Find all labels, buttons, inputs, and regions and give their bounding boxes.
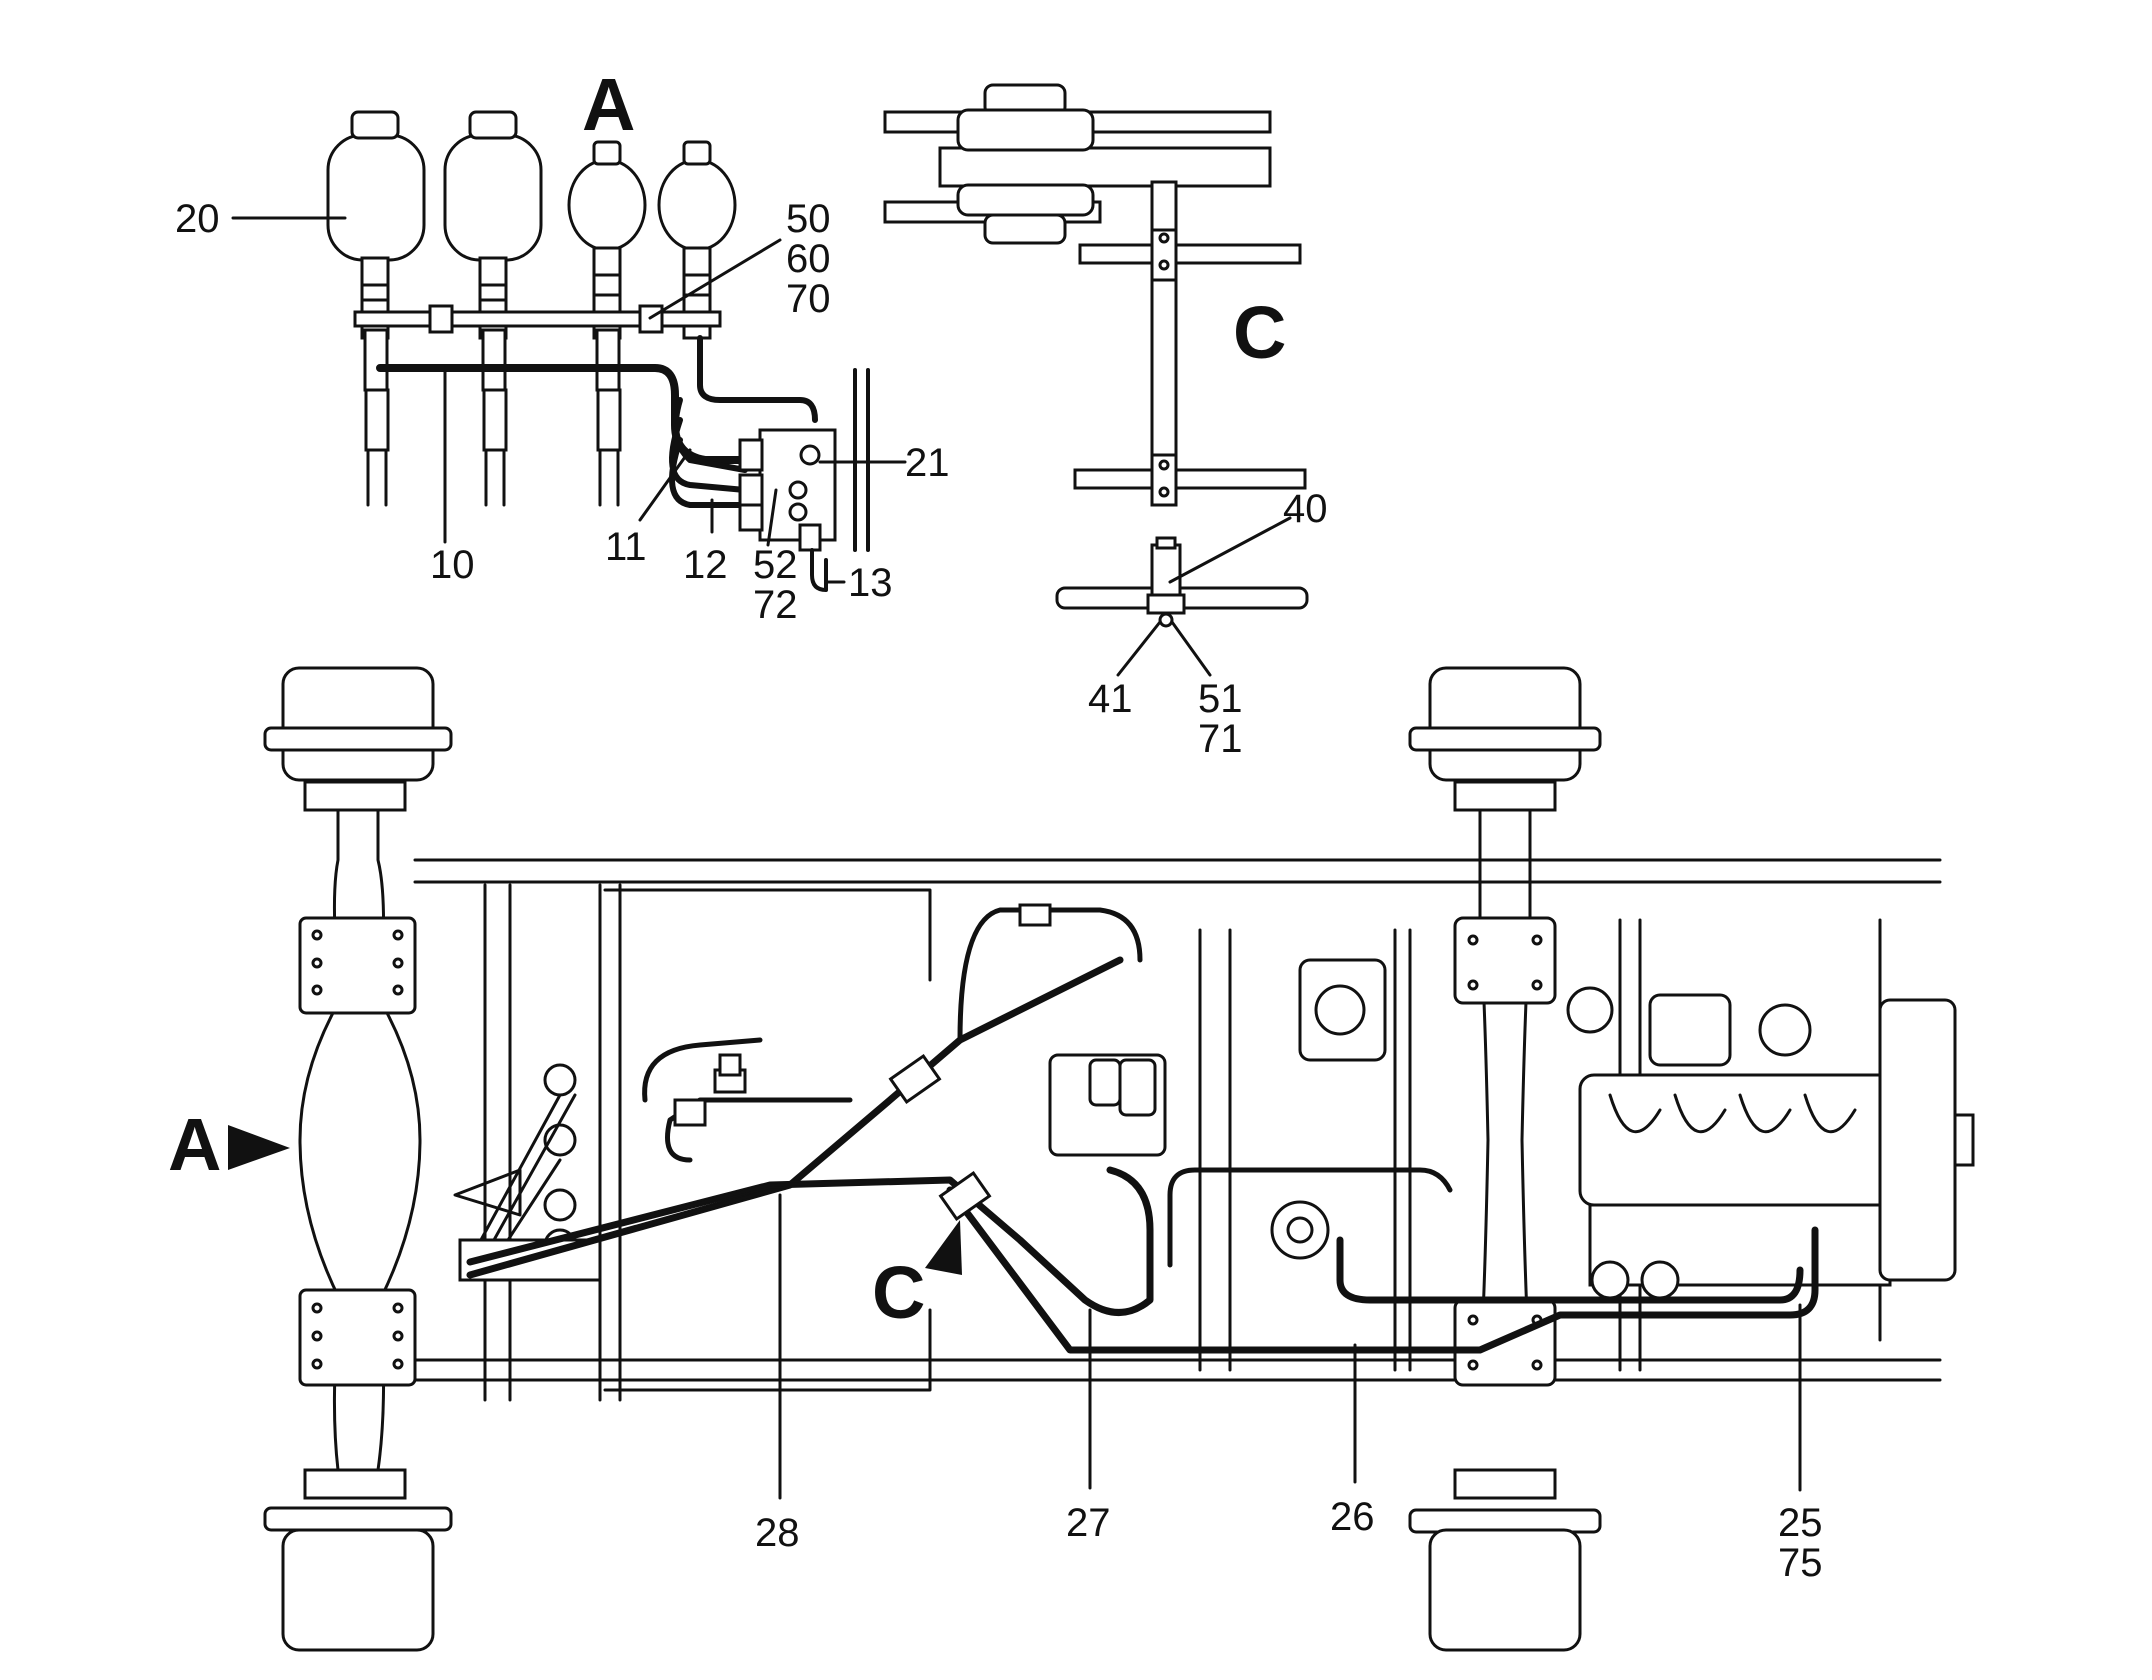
front-axle xyxy=(263,666,453,1652)
callout-40: 40 xyxy=(1283,487,1328,531)
pipe-12 xyxy=(669,417,748,508)
callout-12: 12 xyxy=(683,543,728,587)
detail-c-shaft xyxy=(883,83,1307,507)
callout-25: 25 xyxy=(1778,1501,1823,1545)
mounting-bracket xyxy=(353,310,722,328)
callout-75: 75 xyxy=(1778,1541,1823,1585)
callout-26: 26 xyxy=(1330,1495,1375,1539)
view-c-title: C xyxy=(1233,291,1286,374)
detail-a-leaders xyxy=(231,216,907,584)
detail-a-accumulators xyxy=(326,110,870,592)
callout-27: 27 xyxy=(1066,1501,1111,1545)
main-leaders xyxy=(778,1193,1802,1500)
view-a-marker-label: A xyxy=(168,1103,221,1186)
gearbox xyxy=(1048,958,1387,1260)
view-c-marker-label: C xyxy=(872,1251,925,1334)
accumulator-large-1 xyxy=(326,110,426,340)
callout-72: 72 xyxy=(753,583,798,627)
engine-block xyxy=(1566,986,1975,1300)
view-c-marker: C xyxy=(872,1220,962,1334)
callout-50: 50 xyxy=(786,197,831,241)
view-a-marker: A xyxy=(168,1103,290,1186)
rear-axle xyxy=(1408,666,1602,1652)
callout-41: 41 xyxy=(1088,677,1133,721)
callout-28: 28 xyxy=(755,1511,800,1555)
callout-51: 51 xyxy=(1198,677,1243,721)
accumulator-outlet-pipes xyxy=(363,328,622,507)
callout-70: 70 xyxy=(786,277,831,321)
pipe-10 xyxy=(376,364,749,464)
accumulator-small-1 xyxy=(567,140,647,340)
callout-20: 20 xyxy=(175,197,220,241)
hydraulic-lines xyxy=(466,903,1819,1354)
speed-sensor-40 xyxy=(1055,536,1309,628)
callout-60: 60 xyxy=(786,237,831,281)
detail-c-leaders xyxy=(1116,516,1292,677)
callout-71: 71 xyxy=(1198,717,1243,761)
callout-13: 13 xyxy=(848,561,893,605)
accumulator-large-2 xyxy=(443,110,543,340)
callout-21: 21 xyxy=(905,441,950,485)
callout-10: 10 xyxy=(430,543,475,587)
accumulator-small-2 xyxy=(657,140,737,340)
view-a-title: A xyxy=(582,63,635,146)
callout-52: 52 xyxy=(753,543,798,587)
callout-11: 11 xyxy=(605,525,647,569)
